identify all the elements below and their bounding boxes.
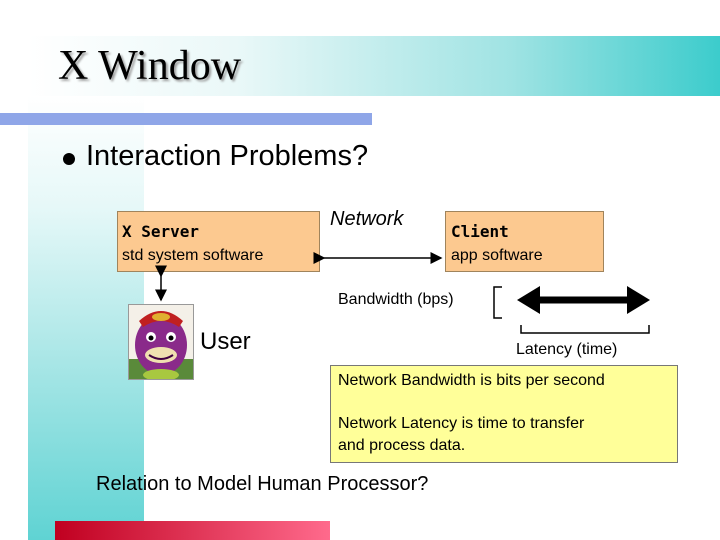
latency-bracket (520, 325, 650, 334)
title-band (28, 36, 720, 96)
bandwidth-arrow-left-head (517, 286, 540, 314)
bullet-icon (63, 153, 75, 165)
note-bandwidth-definition: Network Bandwidth is bits per second (338, 372, 605, 389)
latency-label: Latency (time) (516, 341, 618, 358)
bandwidth-arrow-right-head (627, 286, 650, 314)
x-server-desc: std system software (122, 247, 264, 264)
footer-accent-bar (55, 521, 330, 540)
network-label: Network (330, 208, 404, 230)
client-desc: app software (451, 247, 543, 264)
closing-question: Relation to Model Human Processor? (96, 473, 429, 495)
definition-note-box (330, 365, 678, 463)
user-avatar-icon (128, 304, 194, 380)
x-server-box (117, 211, 320, 272)
left-gradient-band (28, 96, 144, 540)
x-server-title: X Server (122, 222, 200, 241)
user-label: User (200, 328, 251, 355)
title-underline (0, 113, 372, 125)
bandwidth-bracket (493, 286, 502, 319)
client-title: Client (451, 222, 509, 241)
client-box (445, 211, 604, 272)
note-latency-definition-line1: Network Latency is time to transfer (338, 415, 585, 432)
slide-title: X Window (58, 43, 242, 89)
bandwidth-label: Bandwidth (bps) (338, 291, 454, 308)
note-latency-definition-line2: and process data. (338, 437, 466, 454)
bullet-text: Interaction Problems? (86, 140, 369, 172)
